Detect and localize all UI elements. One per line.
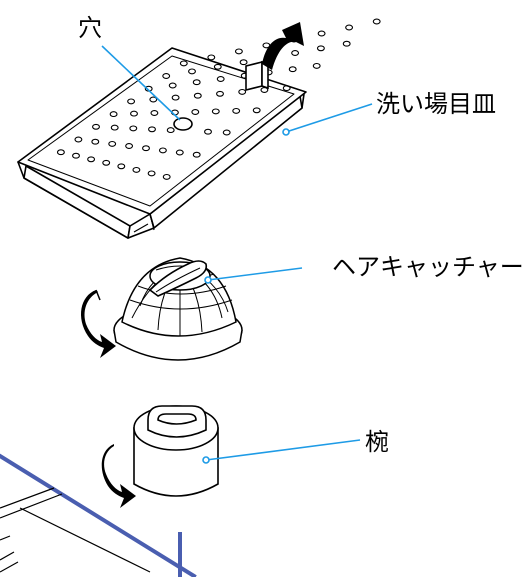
label-bowl: 椀 <box>365 428 389 456</box>
bowl <box>133 405 219 497</box>
plate-hole <box>91 138 100 145</box>
plate-hole <box>72 152 80 159</box>
label-drain-plate: 洗い場目皿 <box>376 90 496 118</box>
plate-hole <box>74 136 83 143</box>
plate-hole <box>117 163 126 170</box>
plate-hole <box>342 40 351 47</box>
leader-hole <box>101 45 181 121</box>
plate-hole <box>312 62 321 69</box>
plate-hole <box>288 66 297 73</box>
plate-hole <box>166 127 175 134</box>
plate-hole <box>142 145 150 152</box>
drain-plate <box>17 47 307 239</box>
plate-hole <box>192 79 201 86</box>
plate-hole <box>222 129 231 136</box>
plate-hole <box>192 151 201 158</box>
plate-hole <box>147 170 156 177</box>
plate-hole <box>345 24 354 31</box>
drain-outline <box>0 453 197 577</box>
plate-hole <box>191 109 200 115</box>
plate-hole <box>132 166 141 173</box>
plate-hole <box>87 156 96 163</box>
curved-up-arrow-icon <box>262 22 304 70</box>
plate-hole <box>291 50 300 56</box>
label-hair-catcher: ヘアキャッチャー <box>332 253 524 281</box>
plate-holes <box>56 18 381 180</box>
plate-hole <box>216 76 225 82</box>
plate-hole <box>127 98 136 105</box>
plate-hole <box>130 110 138 117</box>
plate-hole <box>252 107 261 114</box>
plate-hole <box>125 143 134 149</box>
plate-hole <box>234 48 243 55</box>
label-hole: 穴 <box>78 14 102 42</box>
plate-hole <box>175 149 184 156</box>
leader-plate-dot <box>282 128 290 136</box>
leader-bowl-dot <box>202 456 210 464</box>
leader-bowl <box>205 439 361 461</box>
plate-hole <box>171 94 180 101</box>
curved-rotate-arrow-icon <box>81 289 116 358</box>
plate-hole <box>148 126 156 133</box>
plate-hole <box>149 96 158 103</box>
plate-hole <box>238 88 247 95</box>
plate-hole <box>109 111 118 118</box>
plate-hole <box>102 159 111 166</box>
plate-hole <box>110 124 119 131</box>
center-hole <box>173 117 193 131</box>
leader-lines <box>101 45 373 464</box>
plate-hole <box>179 60 188 67</box>
plate-hole <box>316 45 325 52</box>
drain-detail-lines <box>0 487 151 573</box>
leader-catcher-dot <box>204 276 212 284</box>
plate-hole <box>158 147 167 154</box>
plate-hole <box>207 54 216 61</box>
plate-hole <box>216 90 224 97</box>
plate-hole <box>92 123 100 130</box>
leader-plate <box>285 103 373 133</box>
leader-catcher <box>207 267 303 281</box>
plate-hole <box>213 63 222 70</box>
plate-hole <box>239 59 248 66</box>
plate-hole <box>168 82 177 89</box>
plate-hole <box>193 92 202 99</box>
hair-catcher <box>113 257 243 361</box>
plate-hole <box>162 73 171 79</box>
curved-rotate-arrow-icon <box>101 444 136 508</box>
plate-hole <box>232 107 241 114</box>
plate-hole <box>150 110 159 116</box>
plate-hole <box>108 140 117 147</box>
plate-hole <box>129 125 138 132</box>
plate-hole <box>372 18 381 25</box>
plate-hole <box>188 68 196 75</box>
plate-hole <box>204 128 212 135</box>
plate-hole <box>282 85 291 92</box>
plate-hole <box>56 149 65 156</box>
plate-hole <box>211 108 220 115</box>
plate-hole <box>162 173 171 180</box>
plate-hole <box>317 30 326 37</box>
removal-tab <box>245 60 269 92</box>
